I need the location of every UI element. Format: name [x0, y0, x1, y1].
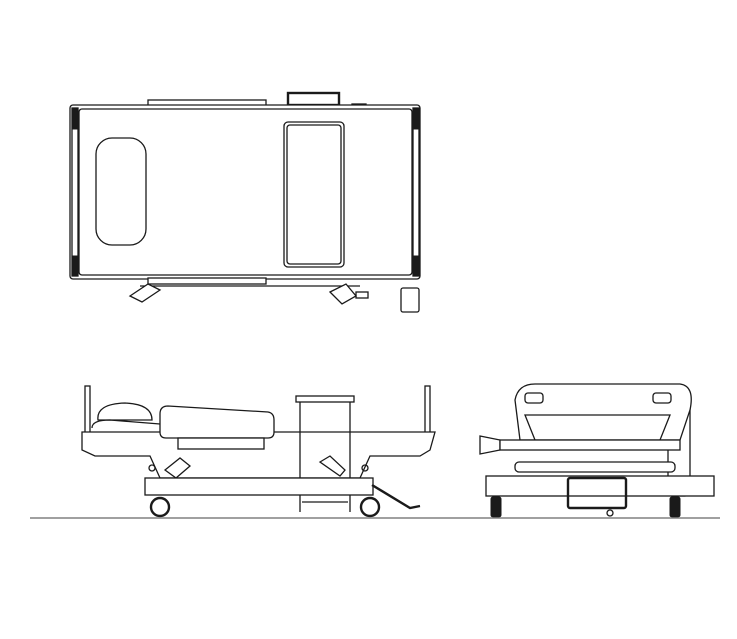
- front-view: [479, 383, 715, 518]
- corner-bumper: [412, 108, 420, 130]
- cross-tube: [514, 461, 676, 473]
- rail-base: [177, 437, 265, 450]
- overbed-table-top: [283, 121, 345, 268]
- corner-bumper: [71, 108, 79, 130]
- lift-arm: [318, 455, 346, 477]
- pivot: [361, 464, 369, 472]
- side-rail: [159, 405, 275, 439]
- base-frame: [144, 477, 374, 496]
- overbed-table-inner: [286, 124, 342, 265]
- mattress-outline: [78, 108, 413, 276]
- connector: [355, 291, 369, 299]
- caster-wheel: [669, 496, 681, 518]
- overbed-table: [295, 395, 355, 403]
- brake-pedal-left: [128, 283, 162, 303]
- corner-bumper: [412, 255, 420, 277]
- grab-handle: [524, 392, 544, 404]
- brake-pedal-right: [328, 283, 357, 305]
- side-lever: [479, 435, 501, 455]
- caster-wheel: [359, 496, 381, 518]
- headboard-panel: [524, 414, 671, 441]
- mattress: [91, 419, 271, 433]
- top-view: [69, 91, 421, 313]
- power-cord: [371, 483, 421, 510]
- control-box: [400, 287, 420, 313]
- bed-frame-outline: [69, 104, 421, 280]
- side-rail-bottom: [147, 277, 267, 285]
- side-view: [81, 385, 436, 518]
- deck: [499, 439, 681, 451]
- foot-post: [424, 385, 431, 437]
- corner-bumper: [71, 255, 79, 277]
- base-frame: [485, 475, 715, 497]
- table-base: [566, 476, 628, 510]
- head-section-window: [95, 137, 147, 246]
- lift-arm: [163, 457, 192, 479]
- top-handle: [286, 91, 341, 107]
- grab-handle: [652, 392, 672, 404]
- pillow: [97, 402, 153, 421]
- caster-wheel: [149, 496, 171, 518]
- head-post: [84, 385, 91, 437]
- small-caster: [606, 509, 614, 517]
- pivot: [148, 464, 156, 472]
- caster-wheel: [490, 496, 502, 518]
